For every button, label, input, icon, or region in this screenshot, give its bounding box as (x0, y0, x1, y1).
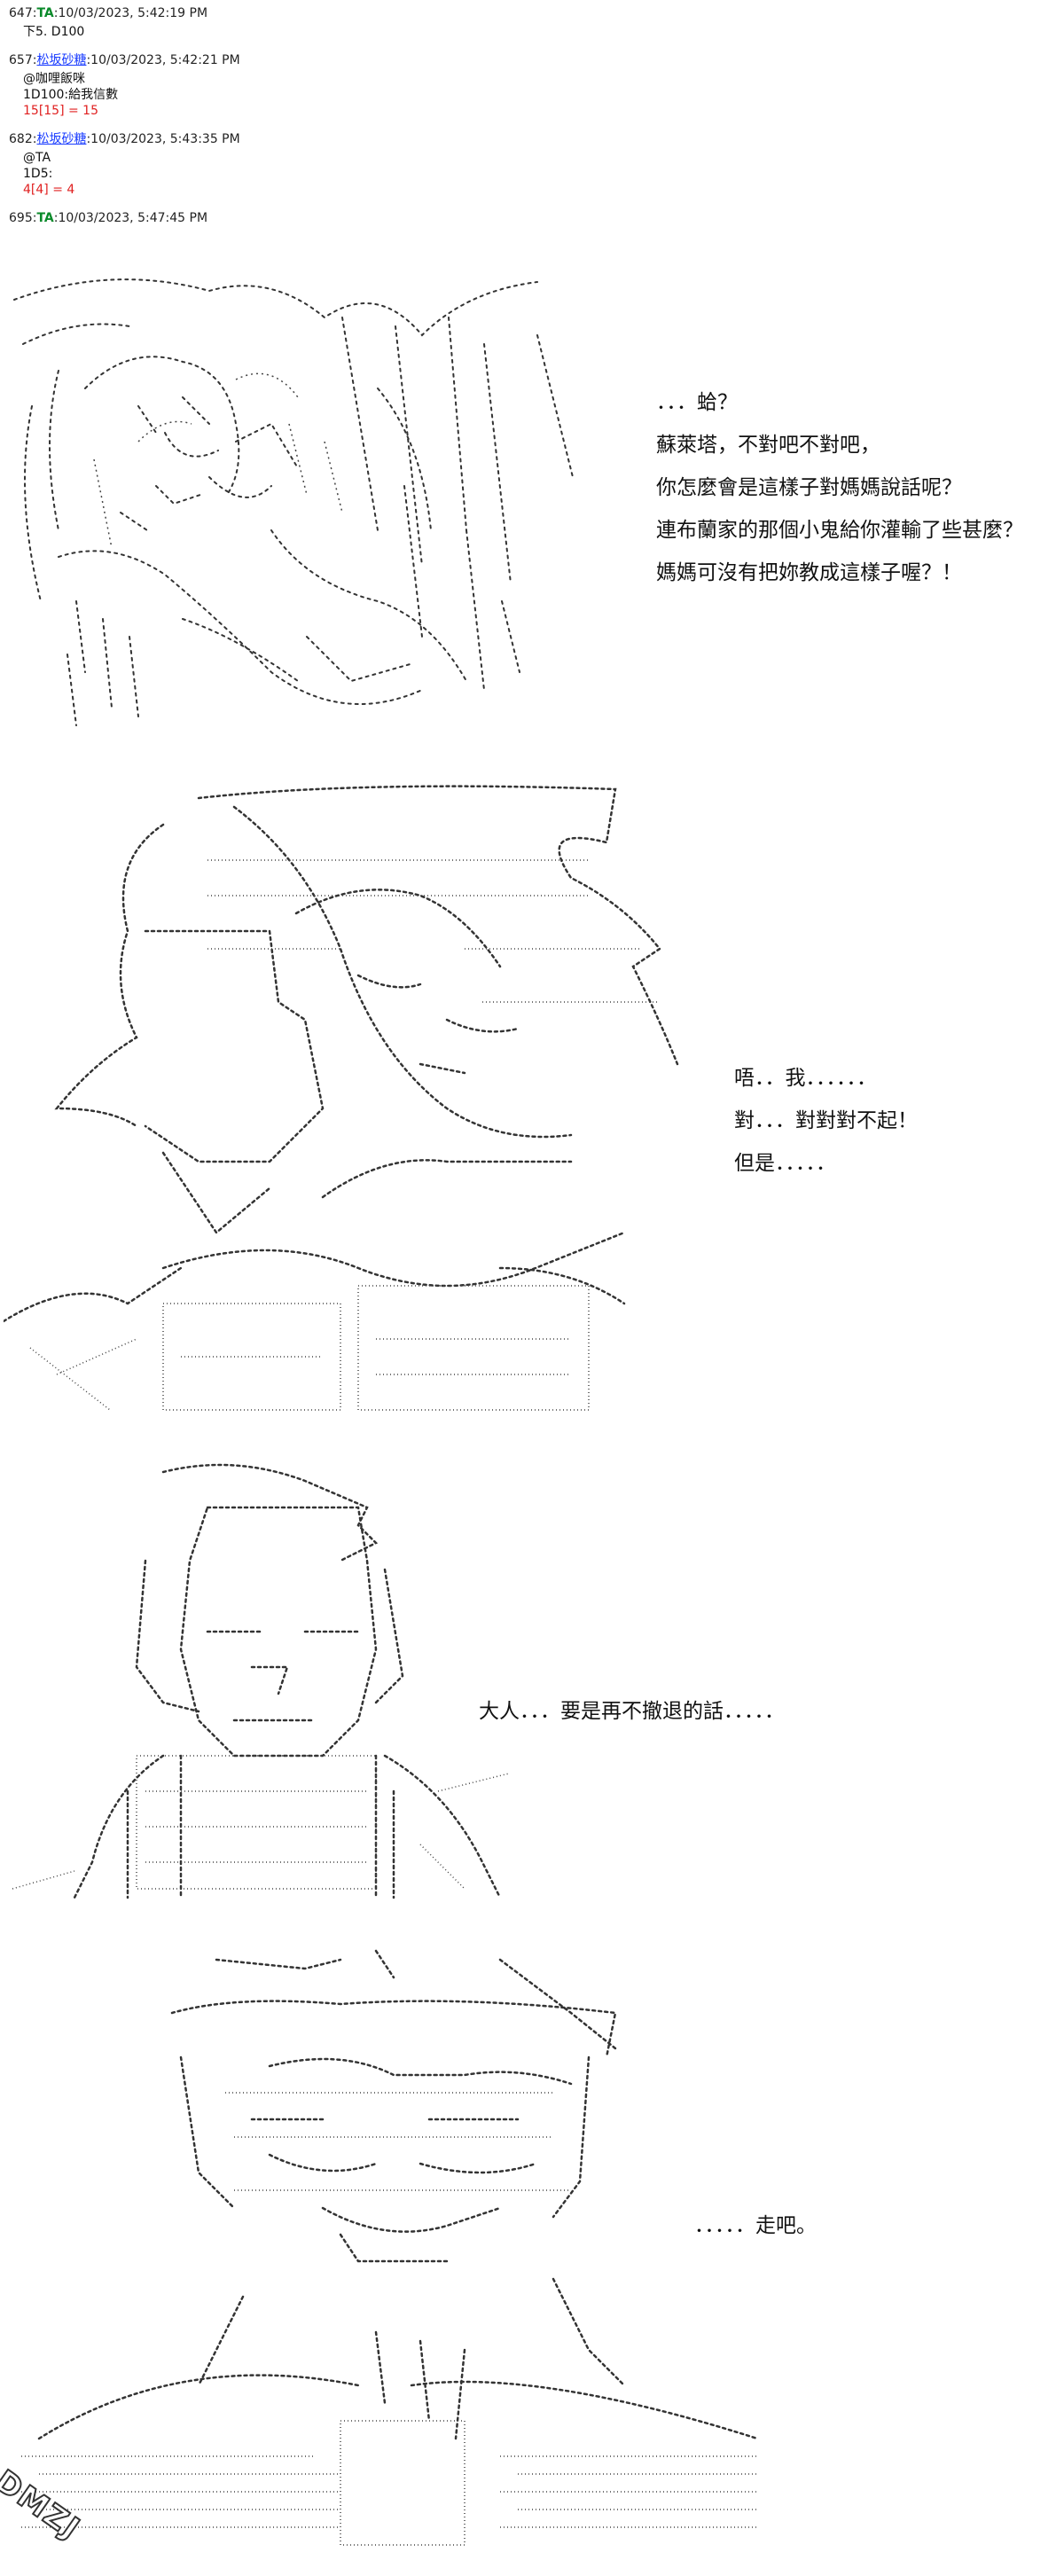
dialogue-scene-2: 唔．．我．．．．．． 對．．．對對對不起！ 但是．．．．． (734, 1057, 918, 1185)
post-number: 647: (9, 6, 37, 20)
post-body: @咖哩飯咪 1D100:給我信數 15[15] = 15 (9, 71, 470, 119)
ascii-art-girl-crying-drawing (13, 278, 574, 726)
post-line: 1D100:給我信數 (23, 88, 119, 102)
post-timestamp: 10/03/2023, 5:42:19 PM (58, 6, 208, 20)
poster-name[interactable]: 松坂砂糖 (36, 53, 87, 67)
dialogue-line: 大人．．．要是再不撤退的話．．．．． (479, 1700, 785, 1723)
ascii-art-boy-apologizing (4, 771, 695, 1428)
post-body: 下5. D100 (9, 24, 470, 40)
ascii-art-butler-standing-drawing (12, 1463, 510, 1899)
post-number: 657: (9, 53, 37, 67)
dialogue-scene-4: ．．．．．走吧。 (694, 2204, 817, 2247)
dialogue-line: 媽媽可沒有把妳教成這樣子喔？！ (656, 561, 962, 584)
ascii-art-girl-crying (5, 264, 582, 743)
post-separator: : (86, 53, 91, 67)
dialogue-line: 蘇萊塔，不對吧不對吧， (656, 434, 880, 457)
post-separator: : (53, 211, 59, 225)
dialogue-line: 但是．．．．． (734, 1152, 836, 1175)
post-line: 下5. D100 (23, 25, 85, 39)
ascii-art-butler-standing (4, 1454, 536, 1915)
post-timestamp: 10/03/2023, 5:47:45 PM (58, 211, 208, 225)
poster-name: TA (36, 211, 54, 225)
post-separator: : (86, 132, 91, 146)
post-number: 695: (9, 211, 37, 225)
post-separator: : (53, 6, 59, 20)
post-line: @TA (23, 151, 51, 165)
dialogue-line: ．．．．．走吧。 (694, 2214, 817, 2237)
post: 647:TA:10/03/2023, 5:42:19 PM 下5. D100 (9, 5, 470, 40)
post-header: 647:TA:10/03/2023, 5:42:19 PM (9, 5, 470, 21)
post: 657:松坂砂糖:10/03/2023, 5:42:21 PM @咖哩飯咪 1D10… (9, 52, 470, 119)
post-timestamp: 10/03/2023, 5:43:35 PM (90, 132, 240, 146)
ascii-art-boy-apologizing-drawing (4, 785, 679, 1411)
poster-name: TA (36, 6, 54, 20)
post: 682:松坂砂糖:10/03/2023, 5:43:35 PM @TA 1D5: 4[… (9, 131, 470, 198)
dice-result: 15[15] = 15 (23, 104, 98, 118)
ascii-art-girl-determined (4, 1942, 766, 2554)
post-header: 682:松坂砂糖:10/03/2023, 5:43:35 PM (9, 131, 470, 147)
dialogue-line: 你怎麼會是這樣子對媽媽說話呢？ (656, 476, 962, 499)
dialogue-line: ．．．蛤？ (656, 391, 738, 414)
dialogue-line: 唔．．我．．．．．． (734, 1067, 877, 1090)
poster-name[interactable]: 松坂砂糖 (36, 132, 87, 146)
post-header: 695:TA:10/03/2023, 5:47:45 PM (9, 210, 470, 226)
dialogue-line: 對．．．對對對不起！ (734, 1109, 918, 1132)
post-number: 682: (9, 132, 37, 146)
post-line: 1D5: (23, 167, 53, 181)
post-header: 657:松坂砂糖:10/03/2023, 5:42:21 PM (9, 52, 470, 68)
post: 695:TA:10/03/2023, 5:47:45 PM (9, 210, 470, 226)
dice-result: 4[4] = 4 (23, 183, 75, 197)
post-timestamp: 10/03/2023, 5:42:21 PM (90, 53, 240, 67)
dialogue-scene-1: ．．．蛤？ 蘇萊塔，不對吧不對吧， 你怎麼會是這樣子對媽媽說話呢？ 連布蘭家的那個小鬼… (656, 381, 1023, 594)
ascii-art-girl-determined-drawing (21, 1949, 759, 2546)
dialogue-scene-3: 大人．．．要是再不撤退的話．．．．． (479, 1690, 785, 1733)
post-line: @咖哩飯咪 (23, 72, 85, 86)
post-body: @TA 1D5: 4[4] = 4 (9, 150, 470, 198)
dialogue-line: 連布蘭家的那個小鬼給你灌輸了些甚麼？ (656, 519, 1023, 542)
